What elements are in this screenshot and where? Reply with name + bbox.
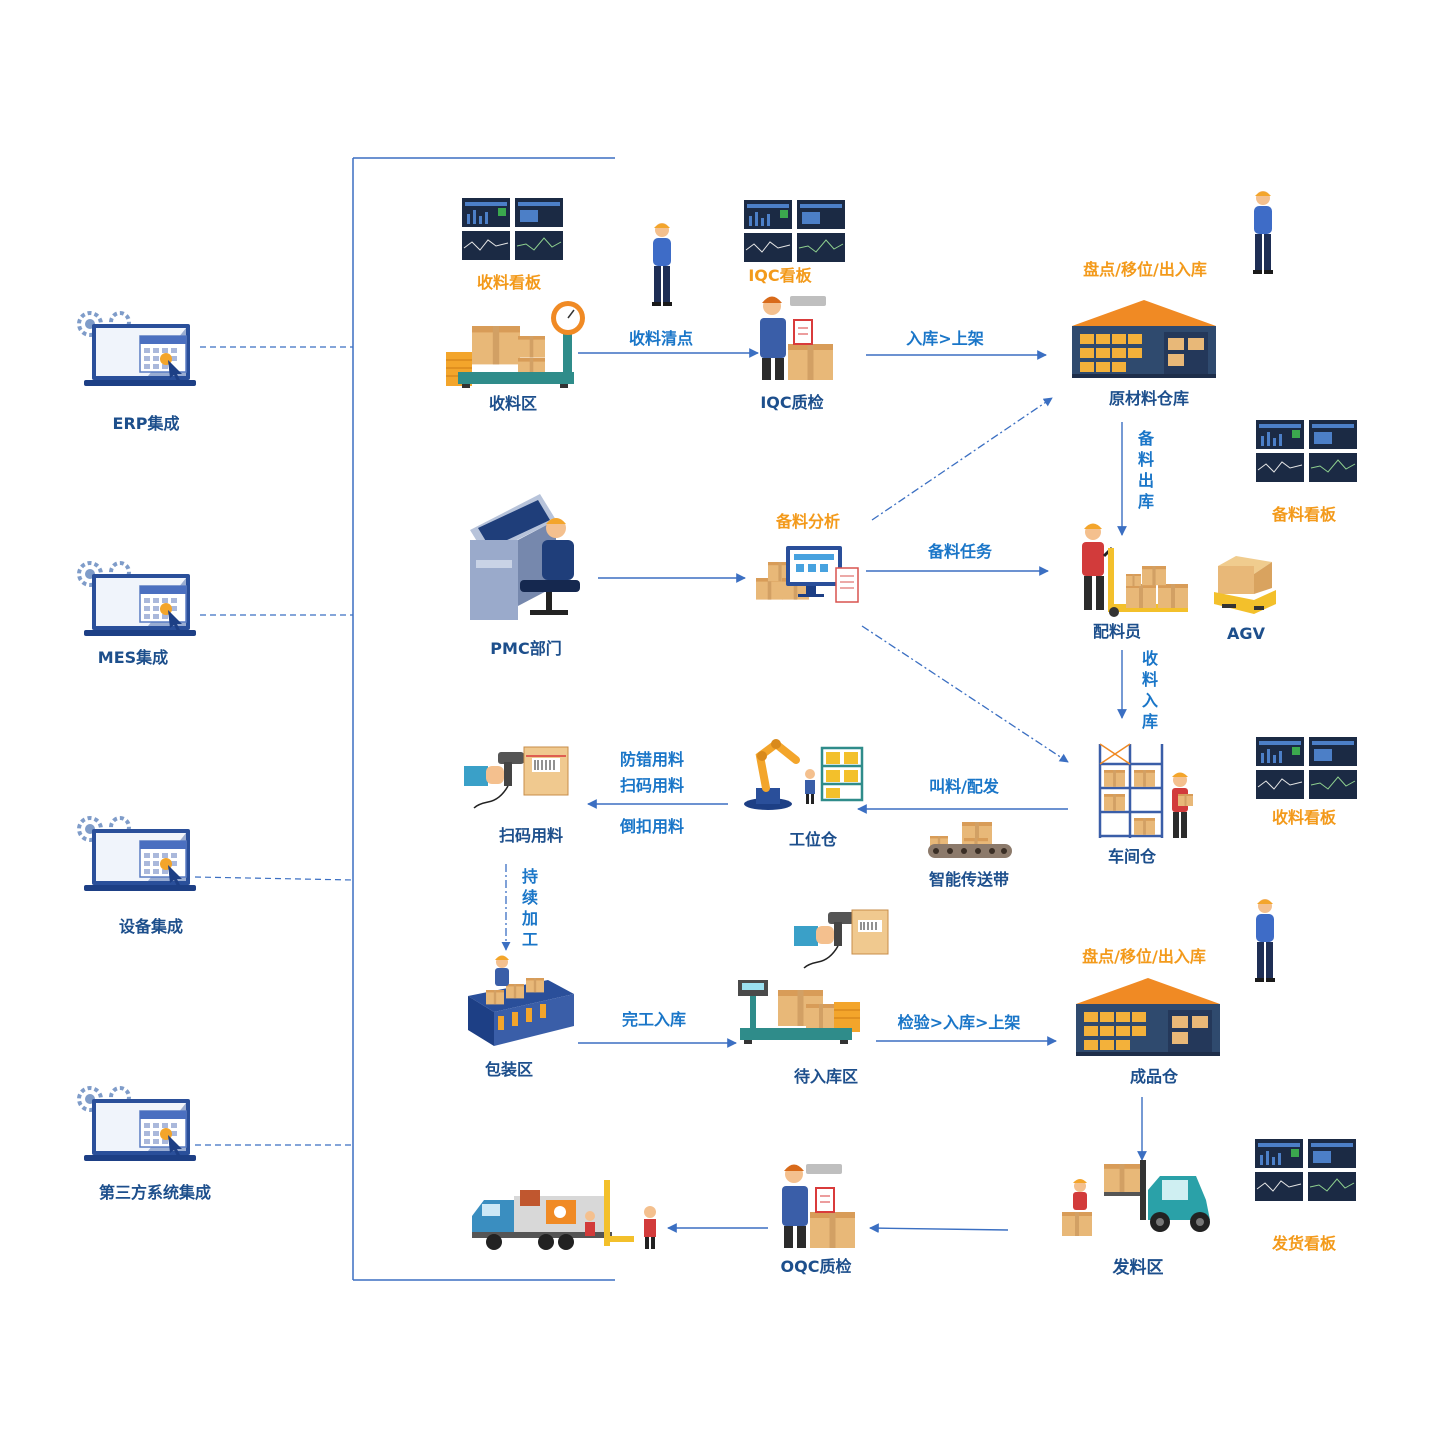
material-handler-icon: [1082, 523, 1188, 617]
thirdparty-computer-icon: [77, 1086, 198, 1163]
agv-label: AGV: [1227, 624, 1265, 643]
workstation-warehouse-icon: [744, 738, 864, 810]
edge-label-mistake-proof: 防错用料: [619, 750, 685, 769]
pmc-desk-icon: [470, 494, 580, 620]
erp-integration-label: ERP集成: [112, 414, 180, 433]
edge-analysis-to-workshop: [861, 625, 1069, 763]
iqc-inspector-icon: [760, 296, 833, 380]
conveyor-label: 智能传送带: [928, 870, 1010, 889]
workshop-warehouse-label: 车间仓: [1107, 847, 1157, 866]
conveyor-icon: [928, 822, 1012, 858]
edge-label-finish-inbound: 完工入库: [621, 1010, 687, 1029]
truck-icon: [472, 1180, 656, 1250]
oqc-label: OQC质检: [780, 1257, 852, 1276]
workshop-warehouse-icon: [1098, 743, 1193, 838]
edge-label-receive-count: 收料清点: [628, 329, 694, 348]
edge-label-inspect-inbound: 检验>入库>上架: [897, 1013, 1021, 1032]
stock-board-icon: [1255, 419, 1358, 483]
pending-area-icon: [738, 980, 860, 1044]
receiving-board-label: 收料看板: [476, 273, 542, 292]
iqc-board-icon: [743, 199, 846, 263]
count-worker-icon: [652, 223, 672, 306]
pmc-label: PMC部门: [490, 639, 562, 658]
integration-connectors: [194, 346, 354, 1146]
edge-label-inventory-ops-2: 盘点/移位/出入库: [1082, 947, 1206, 966]
raw-warehouse-icon: [1072, 300, 1216, 378]
edge-label-call-dispatch: 叫料/配发: [929, 777, 999, 796]
edge-label-stock-out: 备料出库: [1137, 429, 1154, 511]
shipping-board-label: 发货看板: [1271, 1234, 1337, 1253]
raw-warehouse-label: 原材料仓库: [1108, 389, 1190, 408]
edge-label-scan-material: 扫码用料: [619, 776, 685, 795]
receiving-area-icon: [446, 301, 585, 388]
iqc-board-label: IQC看板: [748, 266, 812, 285]
receiving-board-2-icon: [1255, 736, 1358, 800]
oqc-inspector-icon: [782, 1164, 855, 1248]
mes-computer-icon: [77, 561, 198, 638]
edge-label-inbound-shelve: 入库>上架: [906, 329, 984, 348]
inventory-worker-1-icon: [1253, 191, 1273, 274]
edge-analysis-to-raw: [871, 397, 1053, 521]
material-handler-label: 配料员: [1092, 622, 1142, 641]
edge-label-continue-process: 持续加工: [521, 867, 538, 949]
receiving-board-2-label: 收料看板: [1271, 808, 1337, 827]
stock-analysis-label: 备料分析: [775, 512, 841, 531]
scan-use-label: 扫码用料: [498, 826, 564, 845]
thirdparty-integration-label: 第三方系统集成: [98, 1183, 212, 1202]
stock-analysis-icon: [756, 546, 859, 603]
edge-label-stock-task: 备料任务: [927, 542, 993, 561]
equipment-integration-label: 设备集成: [118, 917, 184, 936]
equipment-computer-icon: [77, 816, 198, 893]
integration-bracket: [352, 157, 615, 1281]
agv-icon: [1214, 556, 1276, 614]
packing-line-icon: [468, 955, 574, 1046]
edge-label-backflush: 倒扣用料: [619, 817, 685, 836]
iqc-label: IQC质检: [760, 393, 824, 412]
shipping-area-icon: [1062, 1160, 1210, 1236]
mes-integration-label: MES集成: [97, 648, 169, 667]
receiving-area-label: 收料区: [488, 394, 538, 413]
edge-shipping-to-oqc: [869, 1223, 1009, 1234]
edge-label-inventory-ops-1: 盘点/移位/出入库: [1083, 260, 1207, 279]
edge-label-receive-inbound: 收料入库: [1141, 649, 1158, 731]
barcode-scanner-icon: [464, 746, 569, 809]
barcode-scanner-2-icon: [794, 909, 889, 969]
inventory-worker-2-icon: [1255, 899, 1275, 982]
receiving-board-icon: [461, 197, 564, 261]
shipping-area-label: 发料区: [1112, 1258, 1164, 1278]
stock-board-label: 备料看板: [1271, 505, 1337, 524]
finished-warehouse-label: 成品仓: [1129, 1067, 1179, 1086]
workstation-warehouse-label: 工位仓: [788, 830, 838, 849]
finished-warehouse-icon: [1076, 978, 1220, 1056]
shipping-board-icon: [1254, 1138, 1357, 1202]
pending-area-label: 待入库区: [793, 1067, 859, 1086]
erp-computer-icon: [77, 311, 198, 388]
packing-area-label: 包装区: [484, 1060, 534, 1079]
